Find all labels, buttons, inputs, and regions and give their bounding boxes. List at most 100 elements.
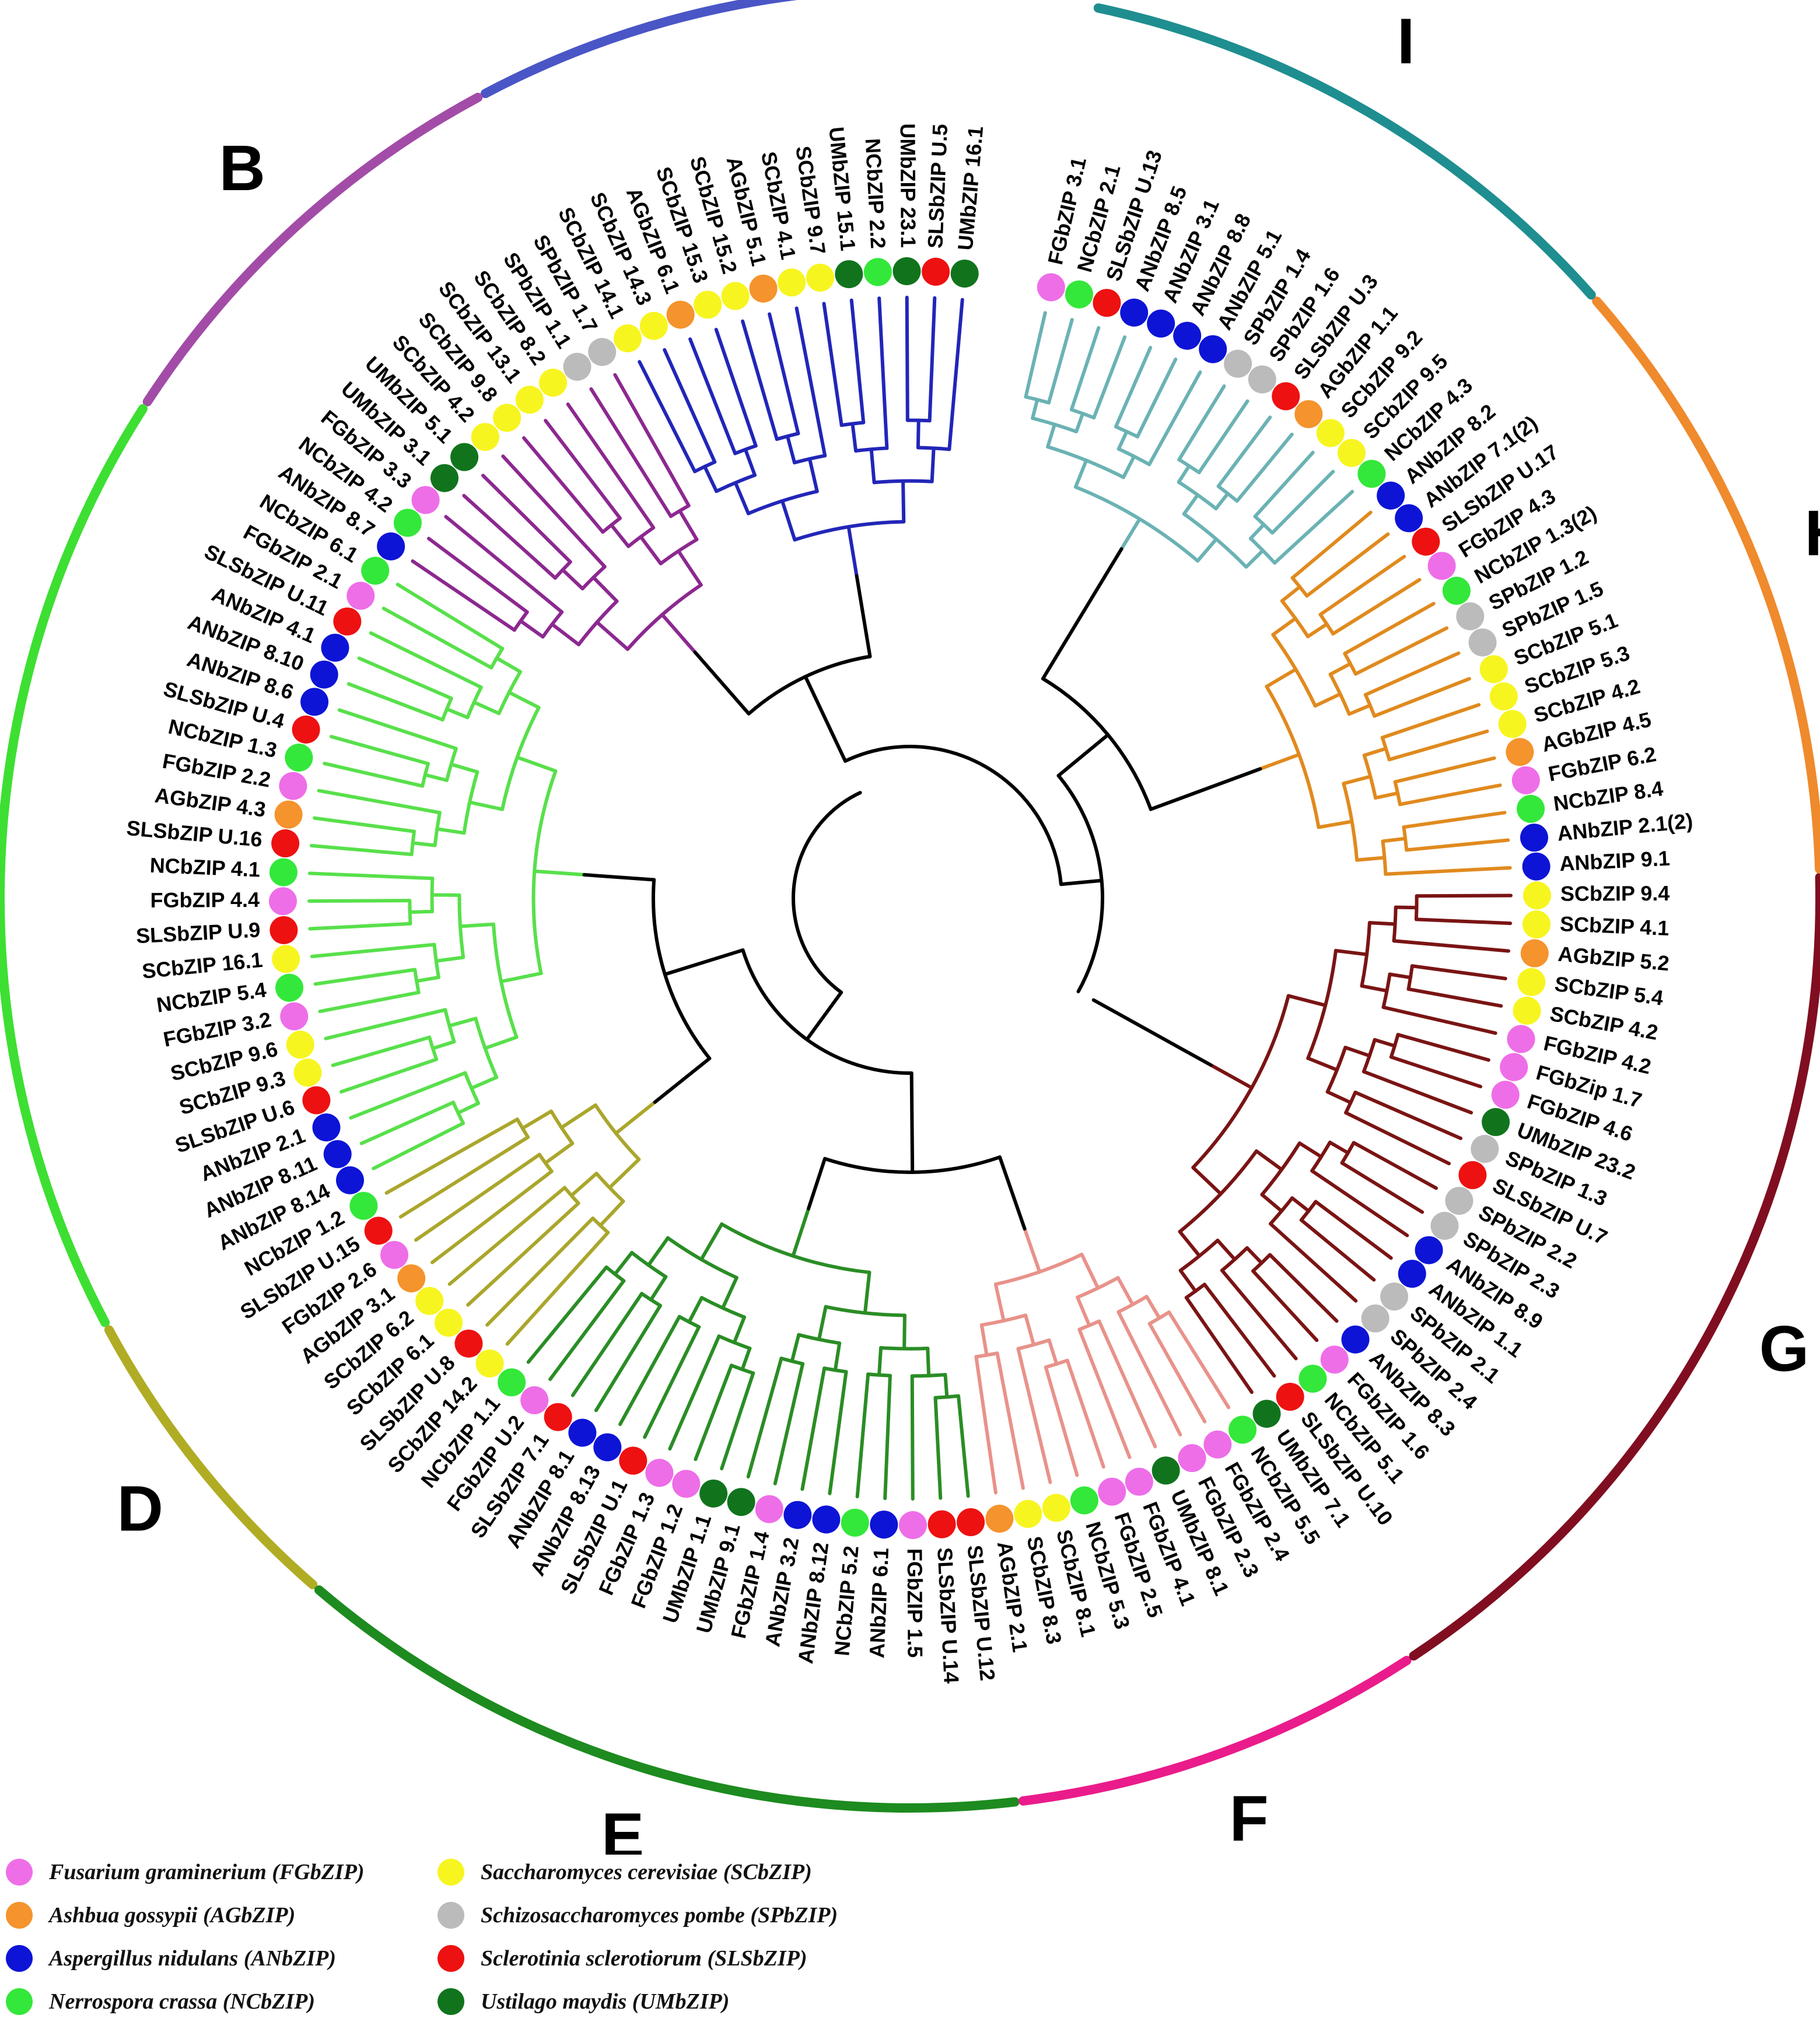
tree-branch [773, 1362, 805, 1485]
backbone-branch [663, 948, 745, 976]
backbone-branch [653, 1056, 712, 1104]
tree-branch [1182, 493, 1200, 516]
leaf-marker [1500, 1053, 1528, 1081]
leaf-marker [454, 1329, 483, 1358]
legend-swatch [6, 1988, 33, 2015]
tree-branch [905, 296, 909, 422]
leaf-marker [1298, 1364, 1327, 1393]
tree-branch [1344, 1110, 1451, 1166]
tree-branch [721, 1275, 738, 1310]
tree-branch [1360, 984, 1389, 993]
tree-branch [550, 622, 580, 647]
leaf-marker [515, 386, 544, 414]
tree-branch [505, 1231, 610, 1346]
tree-branch [613, 373, 691, 507]
tree-branch [1373, 1038, 1396, 1048]
leaf-marker [1520, 939, 1549, 968]
leaf-marker [280, 1002, 309, 1031]
clade-arc-c [0, 404, 148, 1327]
leaf-marker [1316, 419, 1345, 447]
tree-branch [933, 1396, 943, 1500]
leaf-marker [1199, 335, 1227, 363]
tree-branch [337, 708, 458, 751]
tree-branch [947, 297, 964, 451]
leaf-marker [985, 1505, 1014, 1533]
tree-branch [1271, 616, 1297, 637]
leaf-marker [493, 404, 522, 432]
tree-branch [1260, 1193, 1283, 1213]
tree-branch [1393, 756, 1496, 784]
legend-label: Aspergillus nidulans (ANbZIP) [49, 1946, 336, 1971]
leaf-label: NCbZIP 2.2 [861, 138, 891, 249]
tree-branch [1396, 1033, 1490, 1062]
leaf-marker [1445, 1186, 1474, 1215]
tree-branch [993, 1282, 1006, 1323]
leaf-marker [672, 1470, 701, 1498]
tree-branch [1147, 1322, 1207, 1424]
tree-branch [372, 1121, 466, 1171]
leaf-marker [336, 1166, 364, 1194]
tree-branch [544, 1141, 575, 1165]
leaf-marker [286, 1031, 314, 1059]
leaf-marker [430, 464, 459, 492]
leaf-marker [310, 660, 338, 689]
leaf-marker [1513, 996, 1541, 1025]
tree-branch [740, 1346, 752, 1372]
tree-branch [910, 1374, 915, 1501]
tree-branch [1367, 921, 1397, 926]
tree-branch [435, 827, 466, 835]
tree-branch [548, 1279, 626, 1381]
legend-label: Ustilago maydis (UMbZIP) [481, 1989, 730, 2014]
tree-branch [1380, 703, 1481, 740]
backbone-branch [844, 745, 1063, 886]
tree-branch [800, 1366, 827, 1491]
tree-branch [614, 1100, 657, 1136]
tree-branch [307, 871, 435, 881]
tree-branch [519, 619, 545, 639]
tree-branch [607, 1157, 641, 1190]
tree-branch [1044, 1365, 1079, 1477]
leaf-marker [613, 324, 642, 353]
leaf-marker [1511, 766, 1540, 794]
tree-branch [943, 1373, 949, 1399]
leaf-marker [1482, 1108, 1510, 1136]
leaf-label: UMbZIP 23.1 [896, 123, 921, 248]
backbone-branch [792, 791, 862, 994]
leaf-marker [812, 1505, 841, 1534]
tree-branch [1374, 791, 1400, 800]
tree-branch [1402, 811, 1507, 829]
tree-branch [768, 312, 800, 436]
legend-item: Schizosaccharomyces pombe (SPbZIP) [438, 1898, 838, 1933]
leaf-marker [1520, 823, 1548, 852]
leaf-marker [755, 1495, 783, 1523]
tree-branch [699, 1222, 724, 1261]
leaf-marker [1147, 309, 1175, 338]
tree-branch [1116, 1275, 1135, 1306]
tree-branch [979, 1323, 989, 1357]
leaf-marker [1522, 910, 1551, 938]
tree-branch [1384, 865, 1512, 876]
tree-branch [445, 707, 470, 720]
leaf-marker [841, 1508, 869, 1537]
leaf-label: FGbZIP 1.5 [903, 1548, 928, 1658]
tree-branch [1074, 412, 1085, 434]
leaf-marker [1479, 655, 1508, 684]
tree-branch [1245, 1246, 1264, 1265]
tree-branch [369, 631, 483, 689]
leaf-marker [471, 423, 499, 451]
tree-branch [307, 899, 412, 903]
legend-item: Ustilago maydis (UMbZIP) [438, 1984, 729, 2019]
tree-branch [1097, 1319, 1157, 1449]
tree-branch [1251, 1269, 1319, 1343]
species-legend: Fusarium graminerium (FGbZIP)Saccharomyc… [6, 1855, 939, 2041]
tree-branch [426, 537, 529, 614]
leaf-marker [269, 858, 298, 886]
tree-branch [1387, 729, 1489, 762]
leaf-marker [1070, 1486, 1098, 1515]
tree-branch [349, 1071, 467, 1120]
leaf-marker [380, 1240, 409, 1269]
tree-branch [1381, 836, 1408, 843]
clade-arcs: ABCDEFGHI [0, 0, 1820, 1855]
leaf-marker [270, 916, 298, 944]
leaf-marker [950, 260, 979, 288]
